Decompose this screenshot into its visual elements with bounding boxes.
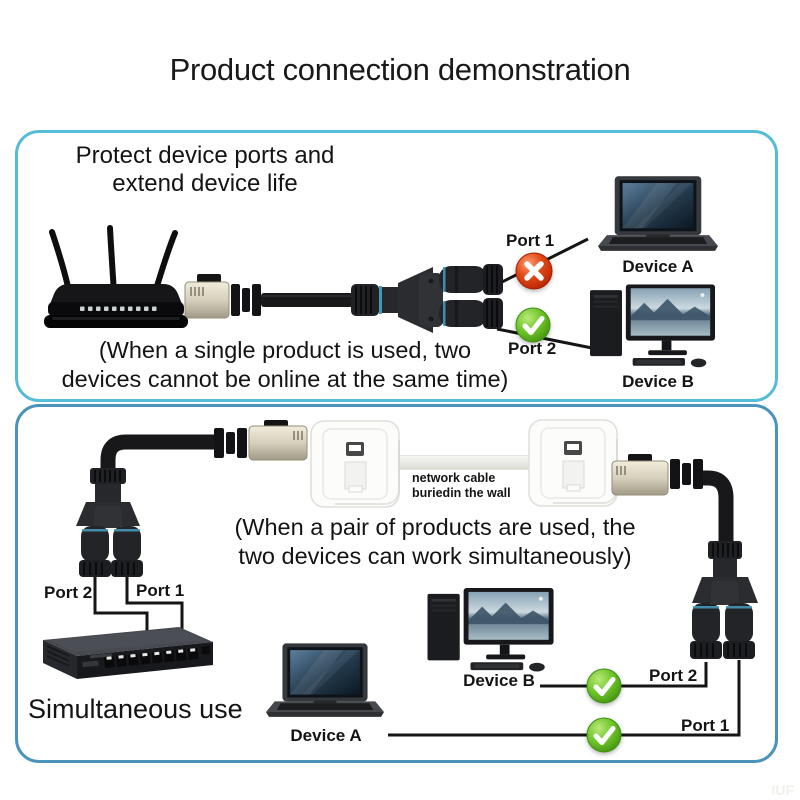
wall-plate-right-illustration bbox=[526, 417, 620, 509]
panel1-heading: Protect device ports and extend device l… bbox=[45, 142, 365, 197]
y-splitter bbox=[76, 468, 143, 577]
wall-note: network cable buriedin the wall bbox=[412, 471, 511, 500]
single-product-panel bbox=[15, 130, 778, 402]
bottom-caption: Simultaneous use bbox=[28, 694, 243, 724]
desktop-illustration-pair bbox=[427, 588, 555, 674]
device-a-label-single: Device A bbox=[622, 257, 694, 276]
device-b-label-pair: Device B bbox=[463, 671, 535, 690]
laptop-illustration-pair bbox=[266, 640, 384, 724]
splitter-cable-single-illustration bbox=[184, 264, 503, 333]
success-check-icon-port1 bbox=[586, 717, 622, 753]
wifi-router-illustration bbox=[44, 225, 188, 328]
device-b-label-single: Device B bbox=[622, 372, 694, 391]
splitter-assembly-left-illustration bbox=[76, 420, 308, 577]
rj45-connector bbox=[611, 454, 669, 496]
rj45-connector bbox=[184, 274, 230, 319]
port1-label-switch: Port 1 bbox=[136, 581, 185, 600]
panel2-caption-line1: (When a pair of products are used, the bbox=[234, 514, 636, 540]
port2-label-switch: Port 2 bbox=[44, 583, 93, 602]
wall-plate-left-illustration bbox=[308, 418, 402, 510]
port2-label-splitter: Port 2 bbox=[649, 666, 698, 685]
port1-label-splitter: Port 1 bbox=[681, 716, 730, 735]
desktop-illustration bbox=[590, 284, 716, 370]
panel1-caption-line1: (When a single product is used, two bbox=[98, 337, 472, 363]
device-a-label-pair: Device A bbox=[290, 726, 362, 745]
wall-note-line2: buriedin the wall bbox=[412, 485, 511, 500]
watermark: IUF bbox=[771, 782, 794, 798]
success-check-icon-port2 bbox=[586, 668, 622, 704]
panel1-heading-line2: extend device life bbox=[112, 169, 298, 197]
port1-label-single: Port 1 bbox=[506, 231, 555, 250]
error-x-icon bbox=[515, 252, 553, 290]
laptop-illustration bbox=[598, 176, 718, 255]
y-splitter bbox=[690, 541, 758, 659]
network-switch-illustration bbox=[43, 627, 213, 679]
panel1-heading-line1: Protect device ports and bbox=[75, 142, 335, 169]
in-wall-cable bbox=[396, 455, 534, 470]
panel2-caption: (When a pair of products are used, the t… bbox=[210, 513, 660, 571]
panel2-caption-line2: two devices can work simultaneously) bbox=[238, 543, 632, 569]
wall-note-line1: network cable bbox=[412, 471, 496, 485]
page-title: Product connection demonstration bbox=[169, 52, 631, 87]
panel1-caption: (When a single product is used, two devi… bbox=[25, 336, 545, 394]
panel1-caption-line2: devices cannot be online at the same tim… bbox=[61, 366, 509, 392]
rj45-connector bbox=[248, 420, 308, 461]
splitter-assembly-right-illustration bbox=[611, 454, 758, 659]
y-splitter bbox=[351, 264, 503, 333]
